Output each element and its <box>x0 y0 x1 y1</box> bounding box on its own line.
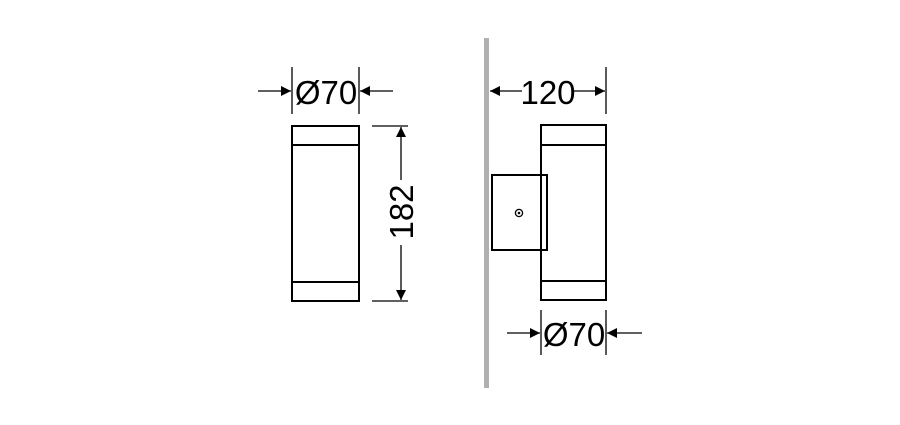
side-projection-label: 120 <box>520 74 575 111</box>
front-diameter-dimension: Ø70 <box>258 67 393 114</box>
front-diameter-label: Ø70 <box>295 74 357 111</box>
front-view-body <box>291 125 360 302</box>
front-height-label: 182 <box>383 184 420 239</box>
mounting-screw-icon <box>514 208 524 218</box>
side-diameter-dimension: Ø70 <box>507 310 642 355</box>
side-view-upper-housing <box>540 124 607 301</box>
side-view: 120 Ø70 <box>484 38 642 388</box>
side-projection-dimension: 120 <box>490 67 607 114</box>
front-height-dimension: 182 <box>372 125 420 302</box>
front-view: Ø70 182 <box>258 67 420 302</box>
mounting-screw-center <box>517 211 521 215</box>
wall <box>484 38 489 388</box>
side-diameter-label: Ø70 <box>543 316 605 353</box>
mounting-plate <box>491 174 548 251</box>
